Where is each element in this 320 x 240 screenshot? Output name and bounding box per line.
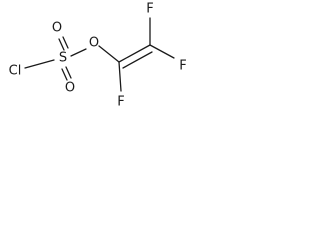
bond-o-c1 — [98, 45, 120, 63]
atom-o-bottom-label: O — [65, 81, 75, 96]
bond-c1-f-bottom — [118, 61, 122, 92]
atom-f-right-label: F — [179, 59, 186, 74]
bond-c1-c2-b — [122, 51, 153, 69]
bond-s-o-ester — [70, 48, 87, 57]
atom-s-label: S — [59, 51, 67, 66]
structure-diagram: Cl S O O O F F F — [9, 2, 187, 110]
atom-o-ester-label: O — [89, 36, 99, 51]
bond-s-o-bottom-b — [65, 66, 72, 79]
bond-s-o-top-b — [62, 36, 69, 49]
bond-s-o-top-a — [58, 38, 65, 51]
bond-cl-s — [24, 59, 55, 69]
bond-c1-c2-a — [118, 44, 151, 63]
atom-o-top-label: O — [52, 21, 62, 36]
atom-f-bottom-label: F — [117, 95, 124, 110]
bond-c2-f-right — [149, 44, 175, 59]
atom-f-top-label: F — [146, 2, 153, 17]
bond-s-o-bottom-a — [61, 68, 68, 81]
atom-cl-label: Cl — [9, 64, 22, 79]
